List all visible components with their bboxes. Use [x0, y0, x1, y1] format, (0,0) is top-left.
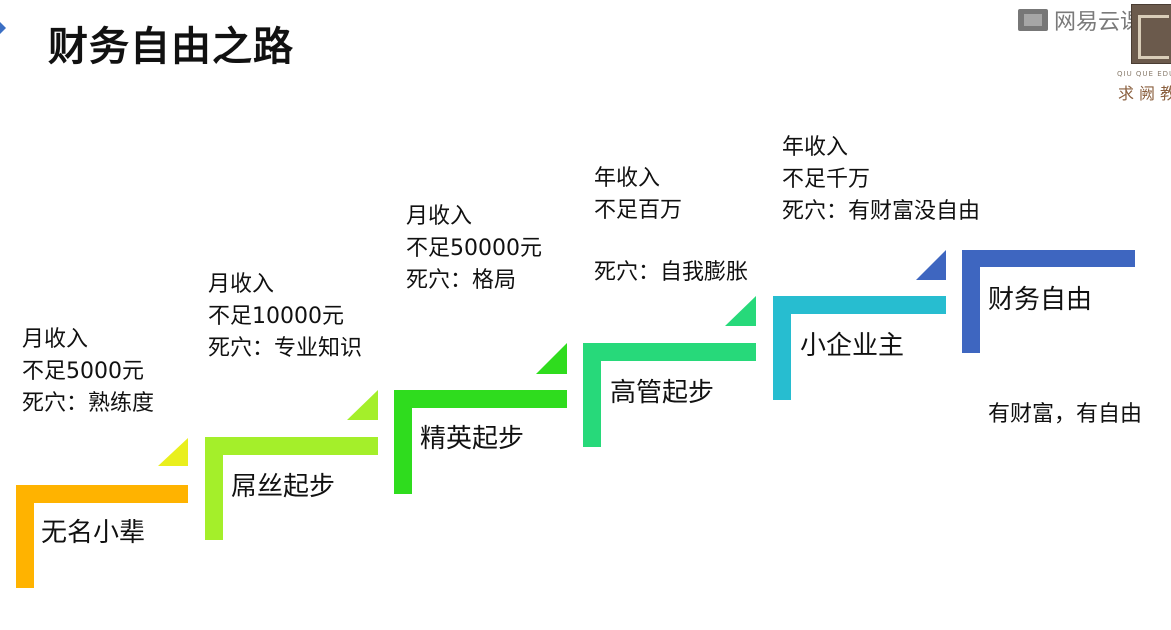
step-2-label: 屌丝起步 — [231, 472, 336, 502]
step-1-arrow — [158, 438, 188, 466]
step-1-info-line: 月收入 — [22, 327, 89, 352]
step-2-info-line: 死穴：专业知识 — [208, 336, 363, 361]
step-1-shape — [16, 485, 188, 588]
step-1-info-line: 不足5000元 — [22, 359, 144, 384]
step-4-shape — [583, 343, 756, 447]
step-4-label: 高管起步 — [610, 378, 715, 408]
step-6-shape — [962, 250, 1135, 353]
step-1-info: 月收入 不足5000元 死穴：熟练度 — [22, 324, 154, 420]
step-4-info-line: 死穴：自我膨胀 — [594, 260, 749, 285]
corner-triangle-mark — [0, 8, 6, 48]
step-4-info-line: 不足百万 — [594, 198, 683, 223]
step-5-label: 小企业主 — [800, 331, 905, 361]
step-3-label: 精英起步 — [420, 424, 525, 454]
step-5-arrow — [916, 250, 946, 280]
step-3-shape — [394, 390, 567, 494]
step-2-info-line: 月收入 — [208, 272, 275, 297]
logo-chinese-text: 求阙教 — [1118, 84, 1171, 103]
logo-english-text: QIU QUE EDUCA — [1117, 70, 1171, 78]
step-4-arrow — [725, 296, 756, 326]
step-1-info-line: 死穴：熟练度 — [22, 391, 155, 416]
step-5-info-line: 不足千万 — [782, 167, 871, 192]
step-5-info: 年收入 不足千万 死穴：有财富没自由 — [782, 132, 980, 228]
step-3-info-line: 月收入 — [406, 204, 473, 229]
step-2-info-line: 不足10000元 — [208, 304, 344, 329]
step-4-info-line: 年收入 — [594, 166, 661, 191]
step-5-shape — [773, 296, 946, 400]
step-1-label: 无名小辈 — [41, 518, 146, 548]
step-5-info-line: 年收入 — [782, 135, 849, 160]
step-2-shape — [205, 437, 378, 540]
page-title: 财务自由之路 — [48, 24, 294, 70]
watermark-text: 网易云课 — [1054, 10, 1143, 35]
watermark: 网易云课 — [1018, 4, 1142, 36]
step-3-info: 月收入 不足50000元 死穴：格局 — [406, 201, 542, 297]
step-3-arrow — [536, 343, 567, 374]
netease-cloud-icon — [1018, 9, 1048, 31]
step-6-note: 有财富，有自由 — [988, 402, 1143, 427]
step-5-info-line: 死穴：有财富没自由 — [782, 199, 981, 224]
step-3-info-line: 死穴：格局 — [406, 268, 517, 293]
step-6-label: 财务自由 — [988, 285, 1093, 315]
logo — [1121, 0, 1171, 70]
step-3-info-line: 不足50000元 — [406, 236, 542, 261]
step-2-info: 月收入 不足10000元 死穴：专业知识 — [208, 269, 362, 365]
step-2-arrow — [347, 390, 378, 420]
step-4-info: 年收入 不足百万 死穴：自我膨胀 — [594, 163, 748, 289]
logo-seal-icon — [1131, 4, 1171, 64]
